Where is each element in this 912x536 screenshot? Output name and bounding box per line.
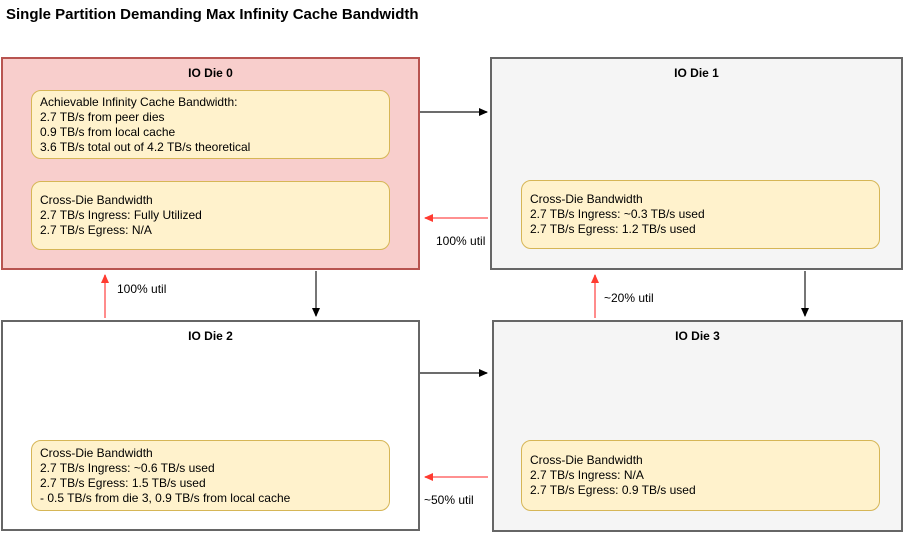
note-line: 2.7 TB/s Ingress: ~0.6 TB/s used: [40, 460, 215, 475]
edge-label-die2-to-die0: 100% util: [117, 282, 167, 296]
die-2-note-cross-die-bandwidth: Cross-Die Bandwidth 2.7 TB/s Ingress: ~0…: [31, 440, 390, 511]
note-line: 0.9 TB/s from local cache: [40, 124, 176, 139]
note-line: 2.7 TB/s Ingress: N/A: [530, 468, 644, 482]
die-0-note-cross-die-bandwidth: Cross-Die Bandwidth 2.7 TB/s Ingress: Fu…: [31, 181, 390, 250]
die-1: IO Die 1 Cross-Die Bandwidth 2.7 TB/s In…: [490, 57, 903, 270]
die-0-title: IO Die 0: [188, 66, 233, 80]
note-line: 2.7 TB/s Ingress: Fully Utilized: [40, 208, 202, 222]
die-3: IO Die 3 Cross-Die Bandwidth 2.7 TB/s In…: [492, 320, 903, 532]
note-line: 2.7 TB/s Egress: N/A: [40, 223, 152, 237]
die-0-note-achievable-bandwidth: Achievable Infinity Cache Bandwidth: 2.7…: [31, 90, 390, 159]
die-1-note-cross-die-bandwidth: Cross-Die Bandwidth 2.7 TB/s Ingress: ~0…: [521, 180, 880, 249]
edge-label-die3-to-die1: ~20% util: [604, 291, 654, 305]
note-line: 2.7 TB/s from peer dies: [40, 109, 165, 124]
note-line: 2.7 TB/s Egress: 1.2 TB/s used: [530, 222, 696, 236]
note-line: Cross-Die Bandwidth: [530, 453, 643, 467]
note-line: Achievable Infinity Cache Bandwidth:: [40, 94, 238, 109]
diagram-title: Single Partition Demanding Max Infinity …: [6, 6, 419, 23]
note-line: - 0.5 TB/s from die 3, 0.9 TB/s from loc…: [40, 490, 291, 505]
edge-label-die1-to-die0: 100% util: [436, 234, 486, 248]
die-2-title: IO Die 2: [188, 329, 233, 343]
note-line: Cross-Die Bandwidth: [40, 445, 153, 460]
die-3-title: IO Die 3: [675, 329, 720, 343]
die-0: IO Die 0 Achievable Infinity Cache Bandw…: [1, 57, 420, 270]
die-1-title: IO Die 1: [674, 66, 719, 80]
note-line: Cross-Die Bandwidth: [40, 193, 153, 207]
note-line: 3.6 TB/s total out of 4.2 TB/s theoretic…: [40, 139, 251, 154]
note-line: Cross-Die Bandwidth: [530, 192, 643, 206]
note-line: 2.7 TB/s Ingress: ~0.3 TB/s used: [530, 207, 705, 221]
edge-label-die3-to-die2: ~50% util: [424, 493, 474, 507]
die-3-note-cross-die-bandwidth: Cross-Die Bandwidth 2.7 TB/s Ingress: N/…: [521, 440, 880, 511]
note-line: 2.7 TB/s Egress: 1.5 TB/s used: [40, 475, 206, 490]
die-2: IO Die 2 Cross-Die Bandwidth 2.7 TB/s In…: [1, 320, 420, 531]
note-line: 2.7 TB/s Egress: 0.9 TB/s used: [530, 483, 696, 497]
